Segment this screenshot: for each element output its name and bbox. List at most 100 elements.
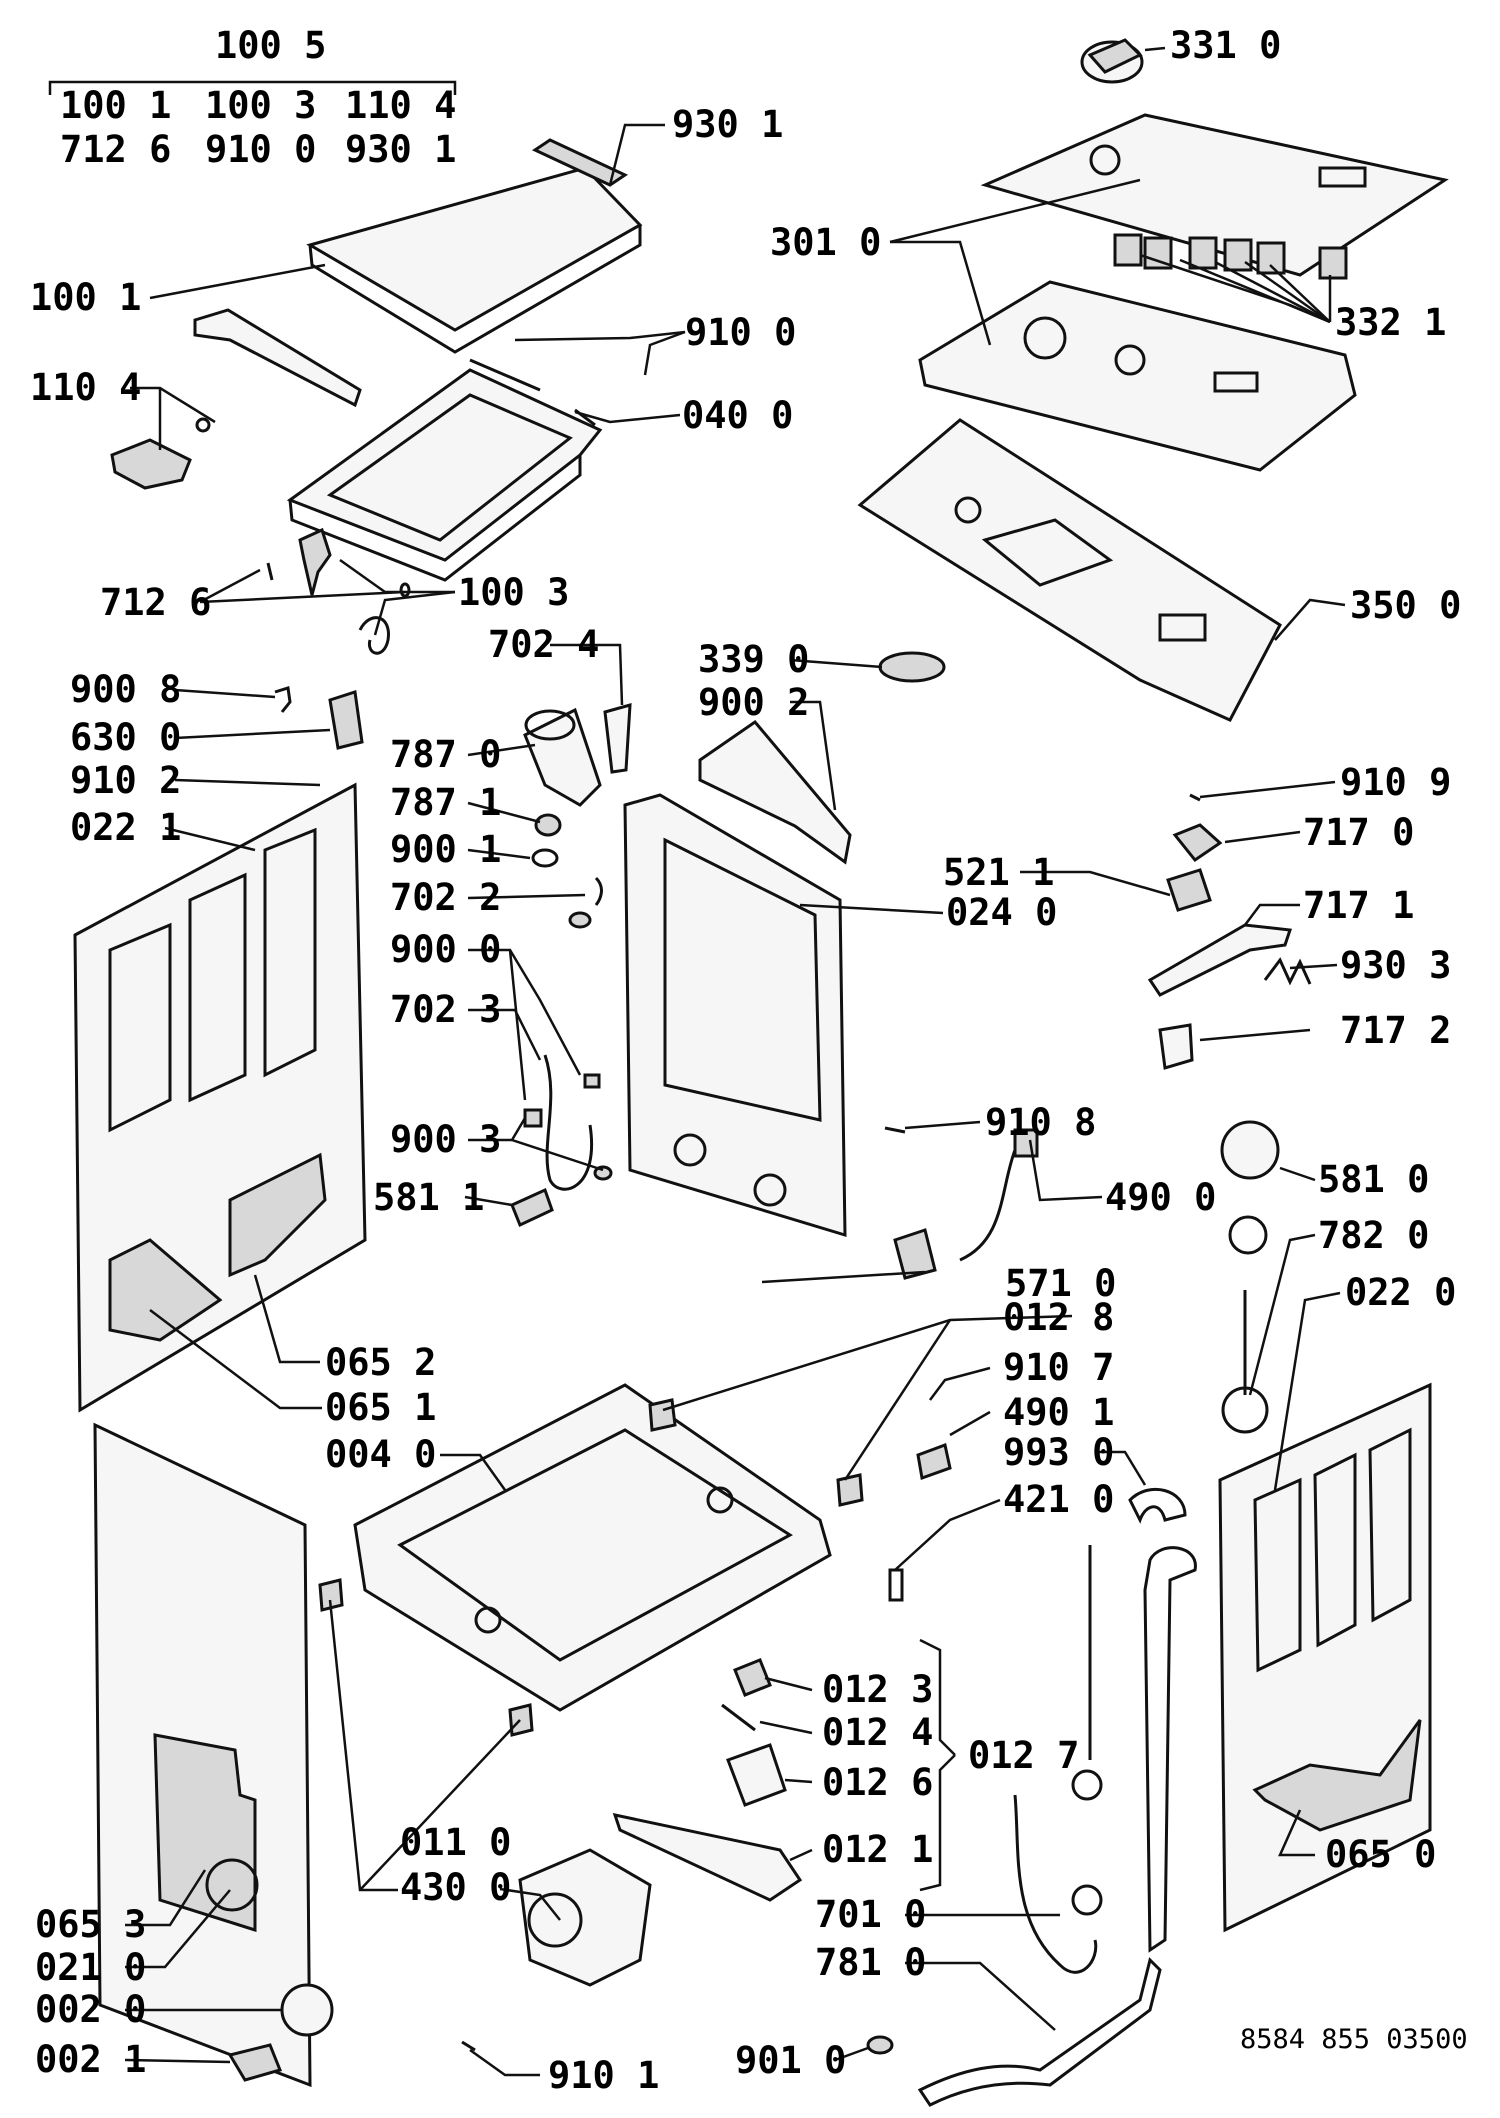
- callout-930-3: 930 3: [1340, 944, 1451, 987]
- cap-901-part: [866, 2035, 894, 2055]
- callout-910-9: 910 9: [1340, 761, 1451, 804]
- heater-part: [888, 1568, 904, 1602]
- screw-910-1: [461, 2040, 476, 2052]
- callout-004-0: 004 0: [325, 1433, 436, 1476]
- hose-clip-part-2: [583, 1073, 601, 1089]
- group-code-label: 100 5: [215, 24, 326, 67]
- handle-strip-part: [531, 138, 629, 187]
- filter-cover-part: [328, 690, 364, 750]
- callout-787-1: 787 1: [390, 781, 501, 824]
- group-row2-a: 712 6: [60, 128, 171, 171]
- rear-bracket-part: [698, 719, 852, 865]
- callout-002-0: 002 0: [35, 1988, 146, 2031]
- switch-521-1: [1166, 868, 1212, 912]
- callout-012-4: 012 4: [822, 1711, 933, 1754]
- callout-781-0: 781 0: [815, 1941, 926, 1984]
- callout-350-0: 350 0: [1350, 584, 1461, 627]
- vent-hose-part: [543, 1054, 594, 1191]
- ring-part: [531, 848, 559, 868]
- callout-910-2: 910 2: [70, 759, 181, 802]
- screw-910-8: [884, 1126, 906, 1134]
- foot-part-3: [318, 1578, 344, 1612]
- drain-hook-part: [1128, 1487, 1187, 1524]
- callout-301-0: 301 0: [770, 221, 881, 264]
- callout-910-8: 910 8: [985, 1101, 1096, 1144]
- callout-339-0: 339 0: [698, 638, 809, 681]
- callout-900-2: 900 2: [698, 681, 809, 724]
- hose-clamp-part: [534, 813, 562, 837]
- filter-part: [916, 1442, 952, 1481]
- callout-430-0: 430 0: [400, 1866, 511, 1909]
- damper-cup-part: [726, 1743, 787, 1807]
- callout-717-1: 717 1: [1303, 884, 1414, 927]
- callout-701-0: 701 0: [815, 1893, 926, 1936]
- foot-part-4: [508, 1703, 534, 1737]
- knob-part: [1080, 38, 1144, 84]
- bracket-717-0: [1172, 823, 1223, 863]
- callout-065-1: 065 1: [325, 1386, 436, 1429]
- damper-pin-part: [721, 1703, 756, 1732]
- air-chamber-part: [1221, 1386, 1269, 1434]
- document-number: 8584 855 03500: [1240, 2024, 1468, 2055]
- callout-421-0: 421 0: [1003, 1478, 1114, 1521]
- leader-lines: [48, 46, 1346, 2077]
- callout-002-1: 002 1: [35, 2038, 146, 2081]
- foot-part-2: [836, 1473, 864, 1507]
- push-buttons-part: [1113, 233, 1348, 280]
- rear-frame-part: [623, 793, 847, 1238]
- callout-490-1: 490 1: [1003, 1391, 1114, 1434]
- bellows-hose-part: [523, 707, 602, 807]
- callout-787-0: 787 0: [390, 733, 501, 776]
- callout-910-0: 910 0: [685, 311, 796, 354]
- callout-571-0: 571 0: [1005, 1262, 1116, 1305]
- damper-arm-part: [612, 1812, 803, 1902]
- foot-part-1: [648, 1398, 677, 1432]
- control-panel-housing: [918, 280, 1357, 472]
- power-cable-part: [959, 1149, 1017, 1262]
- callout-630-0: 630 0: [70, 716, 181, 759]
- callout-332-1: 332 1: [1335, 301, 1446, 344]
- callout-024-0: 024 0: [946, 891, 1057, 934]
- hose-end-part: [1071, 1884, 1103, 1916]
- callout-901-0: 901 0: [735, 2039, 846, 2082]
- callout-012-7: 012 7: [968, 1734, 1079, 1777]
- clip-part: [399, 582, 411, 598]
- valve-part: [893, 1228, 937, 1280]
- callout-717-0: 717 0: [1303, 811, 1414, 854]
- inlet-hose-part: [1013, 1794, 1098, 1974]
- callout-910-1: 910 1: [548, 2054, 659, 2097]
- callout-910-7: 910 7: [1003, 1346, 1114, 1389]
- callout-702-3: 702 3: [390, 988, 501, 1031]
- pressure-switch-part: [1220, 1120, 1280, 1180]
- clamp-part-2: [593, 1165, 613, 1181]
- callout-900-8: 900 8: [70, 668, 181, 711]
- callout-717-2: 717 2: [1340, 1009, 1451, 1052]
- base-frame-part: [353, 1383, 832, 1712]
- callout-110-4: 110 4: [30, 366, 141, 409]
- callout-022-1: 022 1: [70, 806, 181, 849]
- callout-782-0: 782 0: [1318, 1214, 1429, 1257]
- callout-331-0: 331 0: [1170, 24, 1281, 67]
- group-row1-a: 100 1: [60, 84, 171, 127]
- callout-065-2: 065 2: [325, 1341, 436, 1384]
- sleeve-part: [603, 702, 632, 774]
- lid-latch-part: [110, 438, 192, 490]
- group-row2-c: 930 1: [345, 128, 456, 171]
- callout-490-0: 490 0: [1105, 1176, 1216, 1219]
- lid-trim-part: [193, 308, 362, 408]
- hose-part: [594, 876, 603, 906]
- cup-717-2: [1158, 1023, 1194, 1070]
- callout-521-1: 521 1: [943, 851, 1054, 894]
- callout-021-0: 021 0: [35, 1946, 146, 1989]
- pin-part: [266, 562, 274, 581]
- rod-part: [469, 358, 541, 392]
- drain-hose-part: [917, 1957, 1162, 2107]
- damper-clip-part: [733, 1658, 772, 1697]
- callout-900-3: 900 3: [390, 1118, 501, 1161]
- clip-spring-part: [274, 686, 292, 713]
- callout-012-3: 012 3: [822, 1668, 933, 1711]
- callout-702-2: 702 2: [390, 876, 501, 919]
- callout-900-1: 900 1: [390, 828, 501, 871]
- lever-717-1: [1147, 923, 1293, 997]
- screw-910-9: [1189, 793, 1201, 802]
